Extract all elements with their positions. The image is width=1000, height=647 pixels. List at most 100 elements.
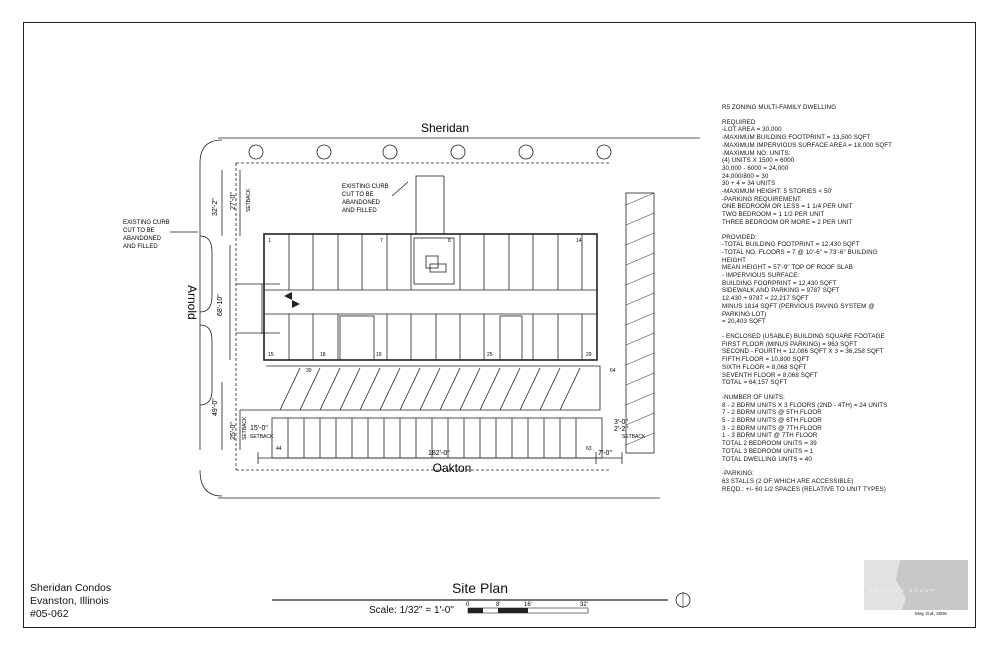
south-setback-dims xyxy=(221,382,241,450)
traffic-arrows xyxy=(284,292,300,308)
dim-west-mid: 68'-10" xyxy=(217,294,224,316)
drawing-element: ABANDONED xyxy=(342,200,381,206)
tree-icon xyxy=(596,144,612,160)
drawing-element xyxy=(170,137,700,499)
street-label-arnold: Arnold xyxy=(185,285,199,320)
drawing-element xyxy=(272,592,691,608)
north-setback-dims xyxy=(221,170,241,236)
drawing-element: AND FILLED xyxy=(342,208,377,214)
project-name: Sheridan Condos xyxy=(30,582,112,594)
dim-ticks xyxy=(257,452,623,464)
dim-south-total: 49'-0" xyxy=(212,398,219,416)
enclosed-area-block: - ENCLOSED (USABLE) BUILDING SQUARE FOOT… xyxy=(722,332,885,387)
scale-label: Scale: 1/32" = 1'-0" xyxy=(369,605,454,616)
zoning-notes: R5 ZONING MULTI-FAMILY DWELLING REQUIRED… xyxy=(722,104,972,500)
drawing-element: EXISTING CURB xyxy=(342,184,389,190)
dim-north-setback: 27'-0" xyxy=(230,192,237,210)
drawing-element: 25 xyxy=(487,352,493,358)
required-block: REQUIRED -LOT AREA = 30,000 -MAXIMUM BUI… xyxy=(722,118,893,226)
drawing-element: 30 xyxy=(306,368,312,374)
lower-stalls xyxy=(288,314,583,360)
upper-stalls xyxy=(288,234,583,290)
drawing-element xyxy=(468,608,483,613)
drawing-element: 19 xyxy=(376,352,382,358)
dim-setback-word-right: SETBACK xyxy=(622,434,646,440)
drawing-element: 64 xyxy=(610,368,616,374)
drawing-element: 63 xyxy=(586,446,592,452)
firm-logo xyxy=(864,560,968,610)
dim-bottom-width: 182'-0" xyxy=(428,450,450,457)
arnold-curb-cut-2 xyxy=(199,324,213,406)
scale-tick-8: 8' xyxy=(496,602,500,608)
drive-aisle-lines xyxy=(264,289,597,315)
core-room xyxy=(429,263,447,273)
elevator-box xyxy=(425,255,439,269)
bottom-stall-lines xyxy=(287,418,577,458)
dim-right-setback-2: 2'-2" xyxy=(614,426,628,433)
top-curb-note: EXISTING CURB CUT TO BE ABANDONED AND FI… xyxy=(342,184,389,214)
project-info: Sheridan Condos Evanston, Illinois #05-0… xyxy=(30,582,111,621)
logo-text: KROSTER GROUP xyxy=(870,588,936,593)
scale-tick-32: 32' xyxy=(580,602,588,608)
top-note-leader xyxy=(391,181,409,197)
drawing-sheet-border xyxy=(23,22,976,628)
dim-south-setback: 25'-0" xyxy=(230,422,237,440)
drawing-element xyxy=(288,314,339,360)
drawing-element: AND FILLED xyxy=(123,244,158,250)
stair-core-north xyxy=(413,237,455,285)
drawing-element: 14 xyxy=(576,238,582,244)
drawing-element: 15 xyxy=(268,352,274,358)
left-curb-note: EXISTING CURB CUT TO BE ABANDONED AND FI… xyxy=(123,220,170,250)
northwest-corner-curb xyxy=(199,139,223,164)
dim-setback-word-left: SETBACK xyxy=(250,434,274,440)
diagonal-parking-area xyxy=(240,365,601,411)
tree-icon xyxy=(248,144,264,160)
street-trees xyxy=(248,144,612,160)
entry-walk xyxy=(415,175,445,235)
drawing-element xyxy=(864,560,906,610)
scale-tick-16: 16' xyxy=(524,602,532,608)
dim-right-setback: 3'-0" xyxy=(614,419,628,426)
drawing-element: 18 xyxy=(320,352,326,358)
dim-setback-word-north: SETBACK xyxy=(246,188,252,212)
drawing-element: EXISTING CURB xyxy=(123,220,170,226)
street-label-oakton: Oakton xyxy=(433,461,472,475)
drawing-element: 32'-2" 27'-0" SETBACK 68'-10" 49'-0" 25'… xyxy=(212,188,646,457)
tree-icon xyxy=(382,144,398,160)
provided-block: PROVIDED: -TOTAL BUILDING FOOTPRINT = 12… xyxy=(722,233,878,326)
dim-left-setback: 15'-0" xyxy=(250,425,268,432)
scale-bar: 0 8' 16' 32' xyxy=(466,602,589,614)
stall-numbers: 1 7 8 14 15 18 19 25 29 30 64 44 63 xyxy=(268,238,616,452)
driveway-lines xyxy=(236,283,280,334)
stair-core-south xyxy=(339,315,375,361)
dim-setback-word-south: SETBACK xyxy=(242,416,248,440)
building-outline xyxy=(263,233,598,361)
street-label-sheridan: Sheridan xyxy=(421,121,469,135)
diagonal-stall-lines xyxy=(279,367,581,411)
tree-icon xyxy=(316,144,332,160)
arrow-right-icon xyxy=(292,300,300,308)
neighbor-building xyxy=(625,192,655,454)
drawing-title: Site Plan xyxy=(451,580,509,596)
drawing-element xyxy=(498,608,528,613)
southwest-corner-curb xyxy=(199,469,223,497)
drawing-element: 44 xyxy=(276,446,282,452)
drawing-element: 7 xyxy=(380,238,383,244)
neighbor-hatch xyxy=(625,192,655,446)
arrow-left-icon xyxy=(284,292,292,300)
dim-bottom-right: 7'-0" xyxy=(598,450,612,457)
drawing-element: ABANDONED xyxy=(123,236,162,242)
parking-block: -PARKING: 63 STALLS (2 OF WHICH ARE ACCE… xyxy=(722,470,886,493)
drawing-element: CUT TO BE xyxy=(123,228,155,234)
notes-title: R5 ZONING MULTI-FAMILY DWELLING xyxy=(722,104,837,111)
arnold-curb-cut xyxy=(199,235,213,313)
project-location: Evanston, Illinois xyxy=(30,595,109,607)
tree-icon xyxy=(518,144,534,160)
drawing-date: May 2nd, 2006 xyxy=(915,612,947,617)
drawing-element: CUT TO BE xyxy=(342,192,374,198)
drawing-element xyxy=(532,314,583,360)
drawing-element xyxy=(386,314,485,360)
drawing-element: 1 xyxy=(268,238,271,244)
tree-icon xyxy=(450,144,466,160)
